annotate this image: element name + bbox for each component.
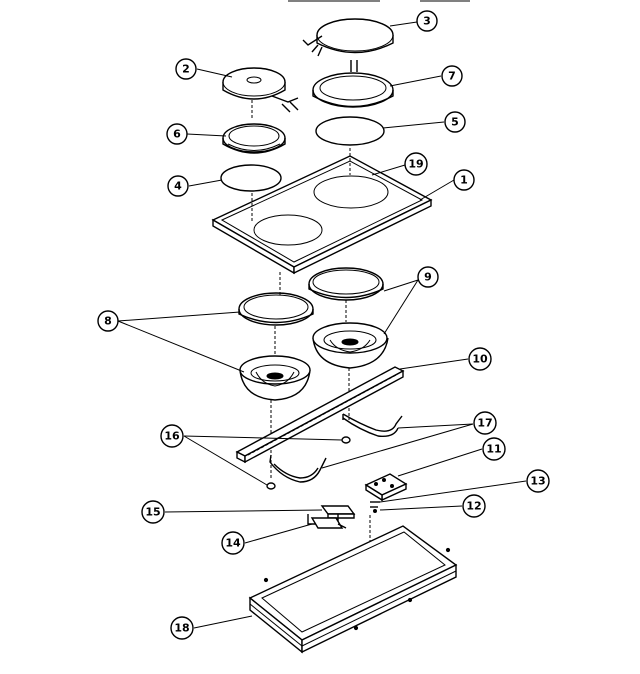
callout-19: 19 bbox=[404, 152, 428, 176]
callout-14: 14 bbox=[221, 531, 245, 555]
svg-text:16: 16 bbox=[164, 430, 180, 443]
mounting-bracket bbox=[307, 514, 347, 529]
callout-4: 4 bbox=[167, 175, 189, 197]
svg-text:10: 10 bbox=[472, 353, 488, 366]
svg-text:4: 4 bbox=[174, 180, 182, 193]
terminal-screws bbox=[369, 501, 380, 550]
callout-13: 13 bbox=[526, 469, 550, 493]
svg-text:14: 14 bbox=[225, 537, 241, 550]
small-trim-ring bbox=[222, 123, 286, 154]
large-gasket bbox=[315, 116, 385, 146]
large-surface-element bbox=[302, 18, 394, 72]
svg-text:13: 13 bbox=[530, 475, 545, 488]
svg-text:2: 2 bbox=[182, 63, 190, 76]
svg-text:11: 11 bbox=[486, 443, 501, 456]
svg-text:12: 12 bbox=[466, 500, 481, 513]
support-bar bbox=[235, 366, 405, 464]
svg-text:5: 5 bbox=[451, 116, 459, 129]
callout-7: 7 bbox=[441, 65, 463, 87]
small-gasket bbox=[220, 164, 282, 192]
callout-1: 1 bbox=[453, 169, 475, 191]
right-drip-pan bbox=[312, 300, 389, 420]
svg-text:1: 1 bbox=[460, 174, 468, 187]
svg-text:3: 3 bbox=[423, 15, 431, 28]
mounting-screws bbox=[266, 436, 351, 490]
svg-text:9: 9 bbox=[424, 271, 432, 284]
callout-9: 9 bbox=[417, 266, 439, 288]
element-bracket-right bbox=[342, 413, 403, 438]
glass-cooktop bbox=[211, 148, 433, 275]
left-element-ring bbox=[238, 272, 314, 326]
leader-lines bbox=[117, 21, 527, 629]
callout-18: 18 bbox=[170, 616, 194, 640]
callout-11: 11 bbox=[482, 437, 506, 461]
small-surface-element bbox=[222, 67, 299, 118]
svg-text:7: 7 bbox=[448, 70, 456, 83]
svg-text:18: 18 bbox=[174, 622, 189, 635]
callout-6: 6 bbox=[166, 123, 188, 145]
svg-text:17: 17 bbox=[477, 417, 492, 430]
callout-12: 12 bbox=[462, 494, 486, 518]
callout-2: 2 bbox=[175, 58, 197, 80]
callout-10: 10 bbox=[468, 347, 492, 371]
element-bracket-left bbox=[269, 454, 327, 483]
callout-15: 15 bbox=[141, 500, 165, 524]
callout-16: 16 bbox=[160, 424, 184, 448]
callout-8: 8 bbox=[97, 310, 119, 332]
clip-bracket bbox=[320, 505, 356, 519]
right-element-ring bbox=[308, 267, 384, 301]
svg-text:8: 8 bbox=[104, 315, 112, 328]
chassis-box bbox=[248, 525, 458, 654]
svg-text:19: 19 bbox=[408, 158, 423, 171]
terminal-block bbox=[364, 473, 408, 502]
callout-17: 17 bbox=[473, 411, 497, 435]
svg-text:15: 15 bbox=[145, 506, 160, 519]
callout-5: 5 bbox=[444, 111, 466, 133]
left-drip-pan bbox=[239, 326, 311, 480]
svg-text:6: 6 bbox=[173, 128, 181, 141]
callout-3: 3 bbox=[416, 10, 438, 32]
large-trim-ring bbox=[312, 72, 394, 108]
